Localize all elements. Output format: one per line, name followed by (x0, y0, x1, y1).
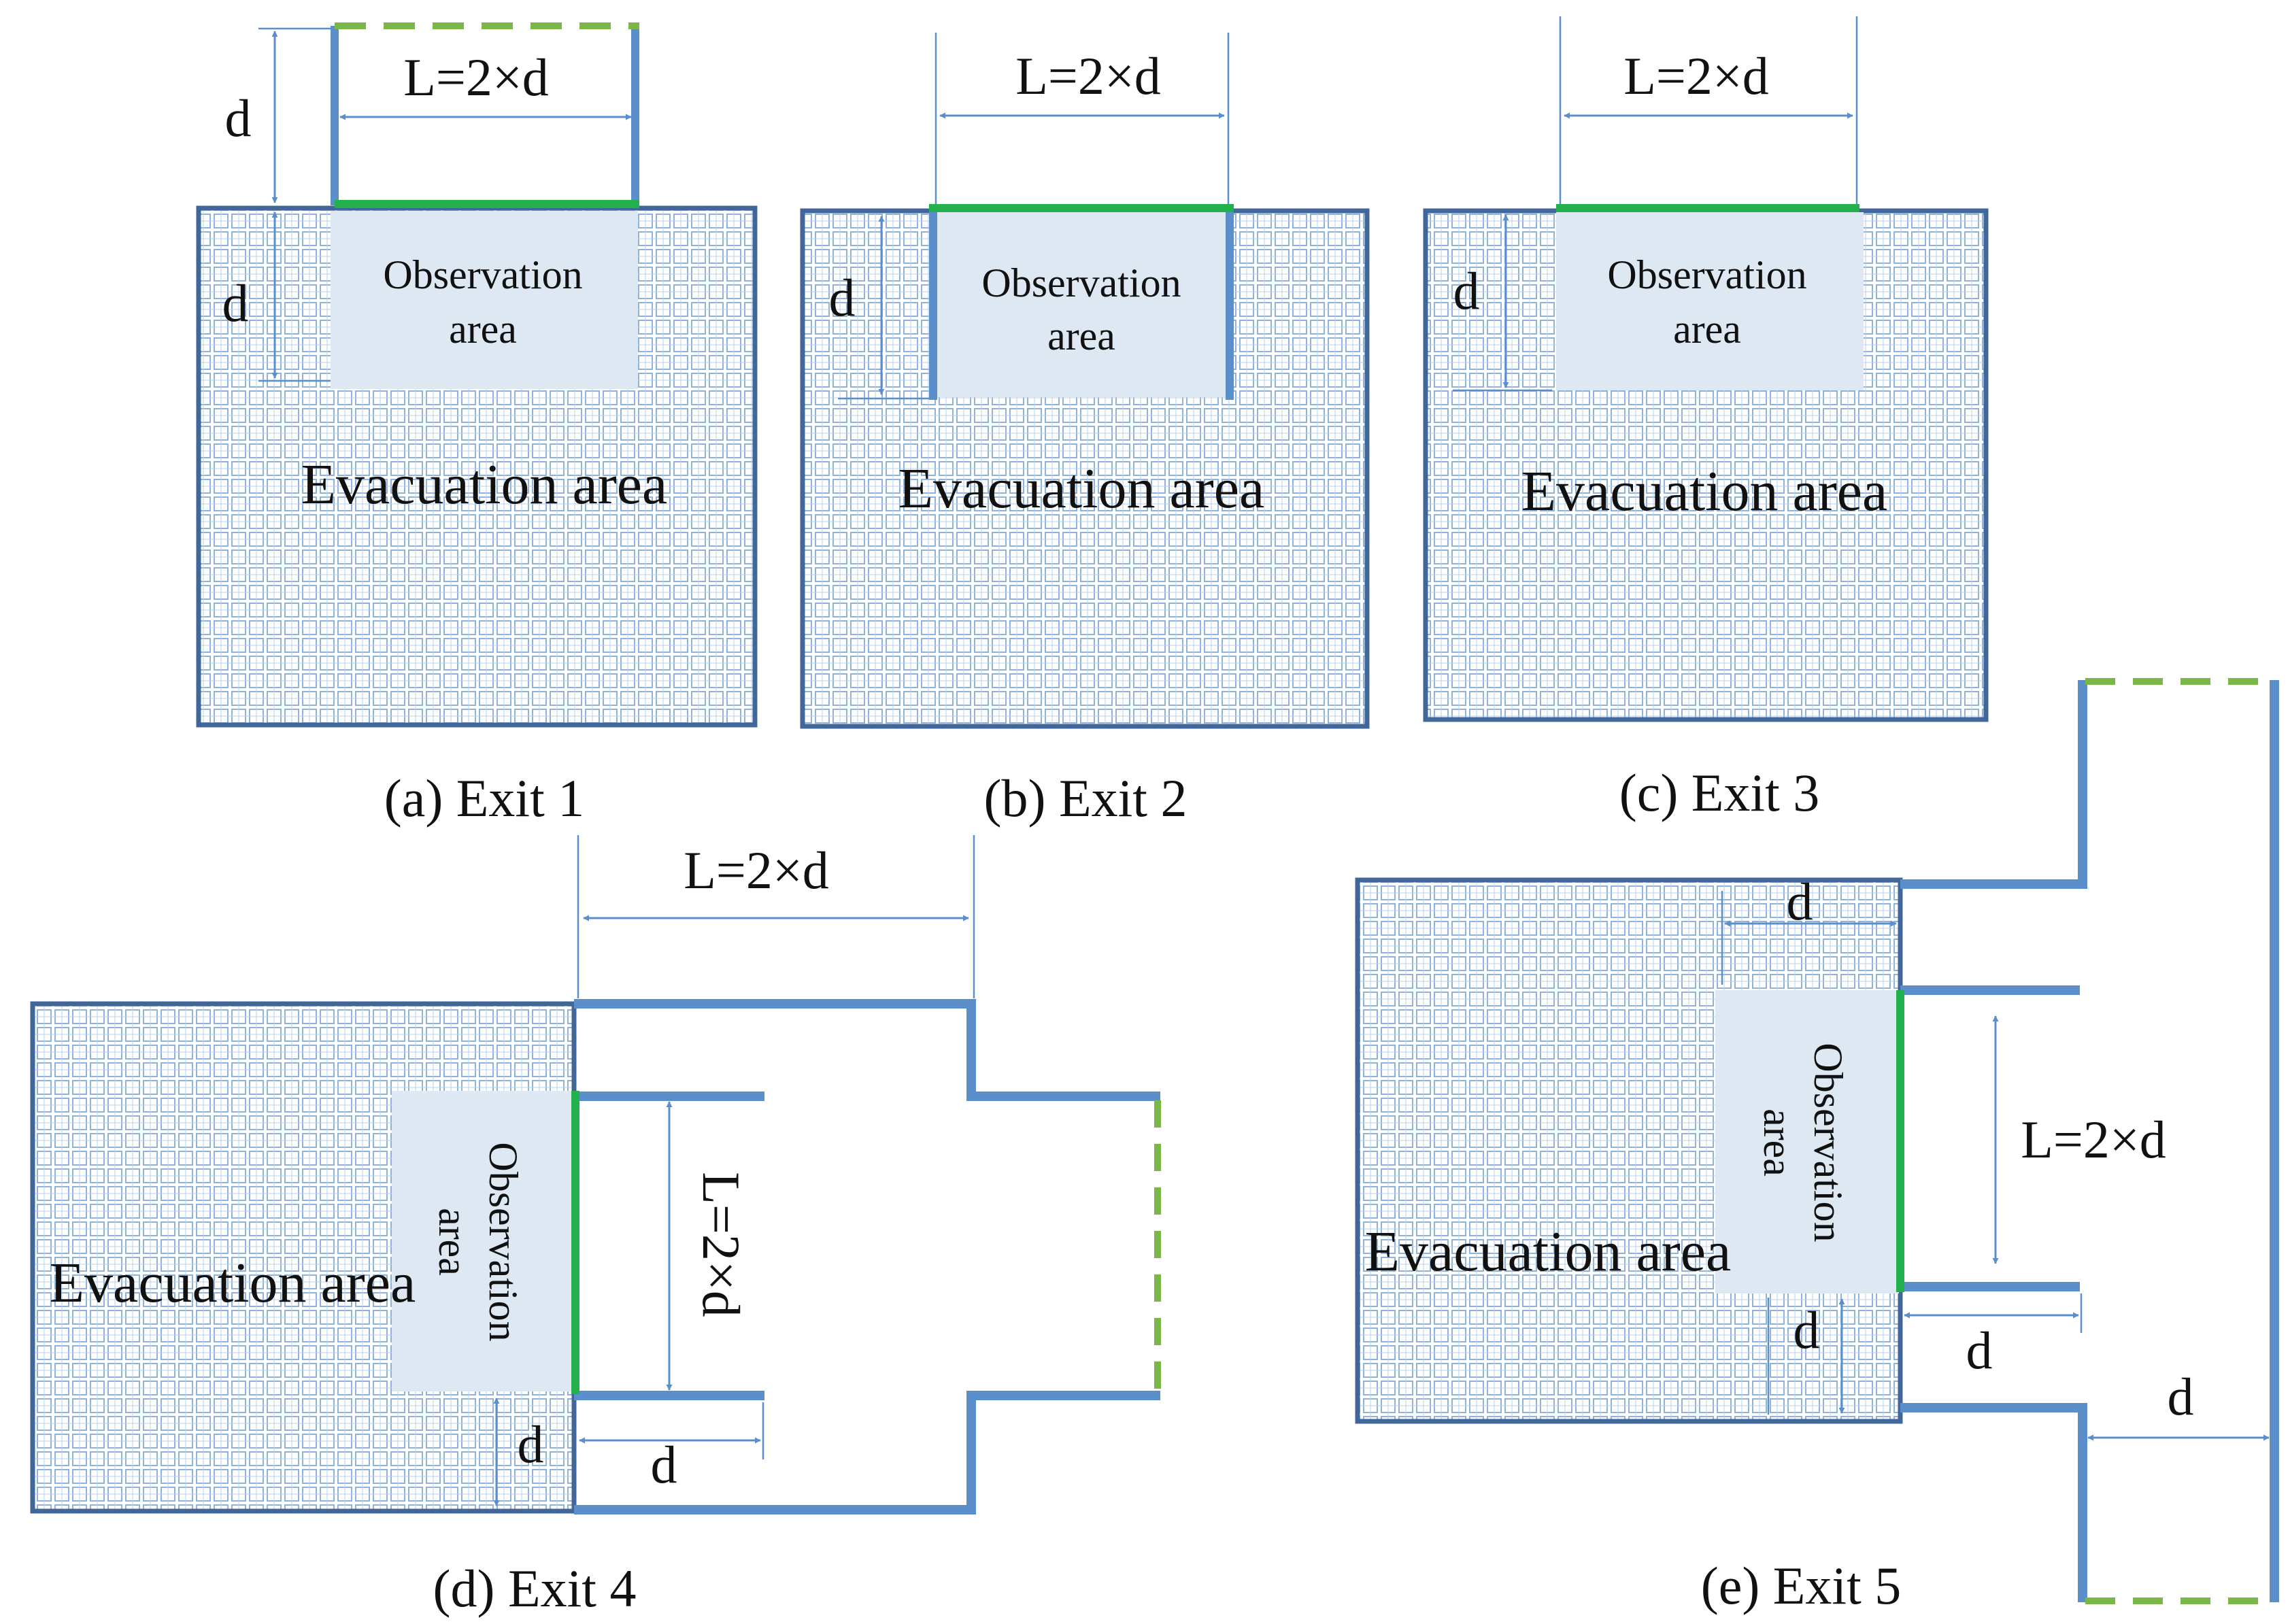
evacuation-label-3: Evacuation area (1521, 460, 1888, 523)
dim-label-d-2: d (829, 268, 856, 327)
observation-label-5b: area (1755, 1109, 1800, 1177)
dim-label-channel-4: L=2×d (692, 1172, 751, 1317)
dim-label-channel-5: L=2×d (2021, 1110, 2166, 1169)
dim-label-width-2: L=2×d (1015, 46, 1161, 105)
caption-exit-4: (d) Exit 4 (433, 1559, 637, 1618)
observation-label-4b: area (431, 1208, 475, 1276)
observation-area-2 (933, 212, 1230, 397)
observation-label-1b: area (449, 307, 517, 352)
observation-area-4 (392, 1091, 573, 1391)
evacuation-label-1: Evacuation area (301, 453, 668, 516)
dim-label-d-top-5: d (1787, 872, 1813, 931)
observation-area-5 (1715, 990, 1899, 1293)
evacuation-label-5: Evacuation area (1365, 1220, 1732, 1283)
observation-label-3b: area (1673, 307, 1741, 352)
caption-exit-3: (c) Exit 3 (1619, 763, 1820, 822)
observation-label-1a: Observation (383, 252, 582, 297)
panel-exit-1: L=2×d d d Observation area Evacuation ar… (196, 22, 758, 828)
dim-label-d-upper-1: d (225, 88, 252, 148)
dim-label-width-3: L=2×d (1623, 46, 1769, 105)
observation-label-3a: Observation (1607, 252, 1806, 297)
dim-label-width-4: L=2×d (684, 841, 829, 900)
evacuation-label-4: Evacuation area (50, 1251, 416, 1315)
caption-exit-1: (a) Exit 1 (384, 768, 585, 828)
panel-exit-5: d L=2×d d d d Observation area Evacuatio… (1355, 678, 2279, 1615)
observation-area-3 (1556, 212, 1864, 390)
dim-label-d-vertical-5: d (1794, 1300, 1820, 1359)
dim-label-d-outer-5: d (2168, 1367, 2194, 1426)
dim-label-d-3: d (1453, 261, 1480, 320)
panel-exit-2: L=2×d d Observation area Evacuation area… (800, 33, 1370, 828)
observation-area-1 (331, 211, 638, 389)
outer-corridor-lower-wall-5 (1900, 1403, 2087, 1602)
dim-label-width-1: L=2×d (403, 48, 549, 107)
evacuation-label-2: Evacuation area (898, 457, 1265, 520)
dim-label-d-vertical-4: d (518, 1415, 544, 1474)
panel-exit-4: L=2×d L=2×d d d Observation area Evacuat… (30, 835, 1161, 1618)
observation-label-4a: Observation (481, 1142, 526, 1341)
observation-label-2a: Observation (981, 260, 1181, 305)
dim-label-d-lower-1: d (222, 273, 249, 333)
caption-exit-5: (e) Exit 5 (1701, 1556, 1902, 1615)
outer-corridor-upper-wall-5 (1900, 680, 2087, 889)
outer-corridor-top-wall-4 (574, 999, 1160, 1101)
observation-label-5a: Observation (1806, 1043, 1851, 1242)
panel-exit-3: L=2×d d Observation area Evacuation area… (1423, 16, 1989, 822)
caption-exit-2: (b) Exit 2 (984, 768, 1188, 828)
dim-label-d-horizontal-4: d (651, 1435, 677, 1494)
outer-corridor-bottom-wall-4 (574, 1391, 1160, 1515)
dim-label-d-channel-5: d (1966, 1321, 1993, 1380)
observation-label-2b: area (1047, 314, 1115, 358)
